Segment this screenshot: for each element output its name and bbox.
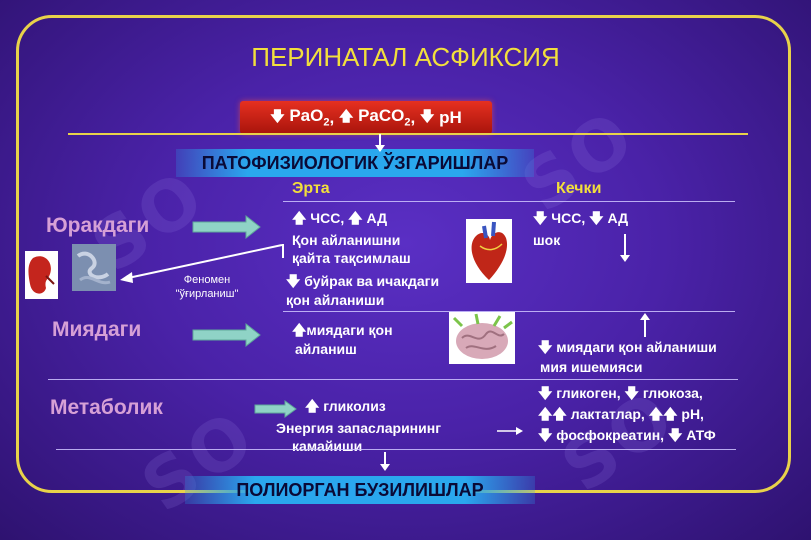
up-arrow-icon: 🡅 xyxy=(348,210,363,226)
down-arrow-icon: 🡇 xyxy=(538,339,553,355)
brain-early-line1: 🡅миядаги қон xyxy=(292,322,393,338)
phenomenon-arrow xyxy=(120,244,284,283)
kidney-icon xyxy=(25,251,58,299)
metabolic-late-line2: 🡅🡅 лактатлар, 🡅🡅 pH, xyxy=(538,406,704,422)
cause-ph: pH xyxy=(439,107,462,127)
footer-header: ПОЛИОРГАН БУЗИЛИШЛАР xyxy=(185,476,535,504)
up-arrow-icon: 🡅 xyxy=(305,398,320,414)
up-arrow-icon xyxy=(640,313,650,337)
column-early: Эрта xyxy=(292,180,330,197)
heart-early-line2: Қон айланишни xyxy=(292,232,401,248)
metabolic-late-line3: 🡇 фосфокреатин, 🡇 АТФ xyxy=(538,427,716,443)
heart-late-line1: 🡇 ЧСС, 🡇 АД xyxy=(533,210,629,226)
up-arrow-icon: 🡅 xyxy=(338,107,354,124)
metabolic-early-line1: 🡅 гликолиз xyxy=(305,398,386,414)
row-label-heart: Юракдаги xyxy=(46,214,150,237)
up-arrow-icon: 🡅 xyxy=(292,210,307,226)
separator: , xyxy=(410,107,416,127)
section-header-text: ПАТОФИЗИОЛОГИК ЎЗГАРИШЛАР xyxy=(201,152,509,173)
down-arrow-icon: 🡇 xyxy=(419,107,435,124)
down-arrow-icon: 🡇 xyxy=(589,210,604,226)
down-arrow-icon: 🡇 xyxy=(538,385,553,401)
right-arrow-icon xyxy=(192,214,261,240)
heart-late-line2: шок xyxy=(533,232,561,248)
heart-icon xyxy=(466,219,512,283)
intestine-icon xyxy=(72,244,116,291)
right-arrow-icon xyxy=(497,427,523,435)
down-arrow-icon xyxy=(380,452,390,471)
brain-late-line2: мия ишемияси xyxy=(540,359,643,375)
down-arrow-icon: 🡇 xyxy=(624,385,639,401)
brain-icon xyxy=(449,312,515,364)
heart-early-line3: қайта тақсимлаш xyxy=(292,250,411,266)
brain-late-line1: 🡇 миядаги қон айланиши xyxy=(538,339,717,355)
phenomenon-label: Феномен "ўғирланиш" xyxy=(175,274,239,300)
row-label-brain: Миядаги xyxy=(52,318,142,341)
right-arrow-icon xyxy=(254,400,297,418)
divider-top xyxy=(68,133,748,135)
heart-early-line4: 🡇 буйрак ва ичакдаги xyxy=(286,273,440,289)
brain-early-line2: айланиш xyxy=(295,341,357,357)
divider-columns xyxy=(283,201,735,202)
divider-row2 xyxy=(48,379,738,380)
down-arrow-icon: 🡇 xyxy=(533,210,548,226)
down-arrow-icon: 🡇 xyxy=(286,273,301,289)
metabolic-late-line1: 🡇 гликоген, 🡇 глюкоза, xyxy=(538,385,703,401)
slide-title: ПЕРИНАТАЛ АСФИКСИЯ xyxy=(251,42,560,72)
cause-paco2: PaCO2 xyxy=(358,106,411,129)
up-arrow-icon: 🡅🡅 xyxy=(648,406,678,422)
metabolic-early-line2: Энергия запасларининг xyxy=(276,420,442,436)
cause-pao2: PaO2 xyxy=(289,106,330,129)
heart-early-line1: 🡅 ЧСС, 🡅 АД xyxy=(292,210,388,226)
section-header: ПАТОФИЗИОЛОГИК ЎЗГАРИШЛАР xyxy=(176,149,534,177)
divider-row3 xyxy=(56,449,736,450)
row-label-metabolic: Метаболик xyxy=(50,396,163,419)
down-arrow-icon xyxy=(375,134,385,152)
down-arrow-icon: 🡇 xyxy=(667,427,683,443)
divider-row1 xyxy=(283,311,735,312)
separator: , xyxy=(329,107,335,127)
heart-early-line5: қон айланиши xyxy=(286,292,385,308)
down-arrow-icon: 🡇 xyxy=(270,107,285,124)
up-arrow-icon: 🡅 xyxy=(292,322,307,338)
up-arrow-icon: 🡅🡅 xyxy=(538,406,567,422)
down-arrow-icon: 🡇 xyxy=(538,427,553,443)
footer-header-text: ПОЛИОРГАН БУЗИЛИШЛАР xyxy=(236,479,484,500)
right-arrow-icon xyxy=(192,322,261,348)
metabolic-early-line3: камайиши xyxy=(292,438,363,454)
causes-bar: 🡇 PaO2, 🡅 PaCO2, 🡇 pH xyxy=(240,101,492,134)
column-late: Кечки xyxy=(556,180,602,197)
down-arrow-icon xyxy=(620,234,630,262)
